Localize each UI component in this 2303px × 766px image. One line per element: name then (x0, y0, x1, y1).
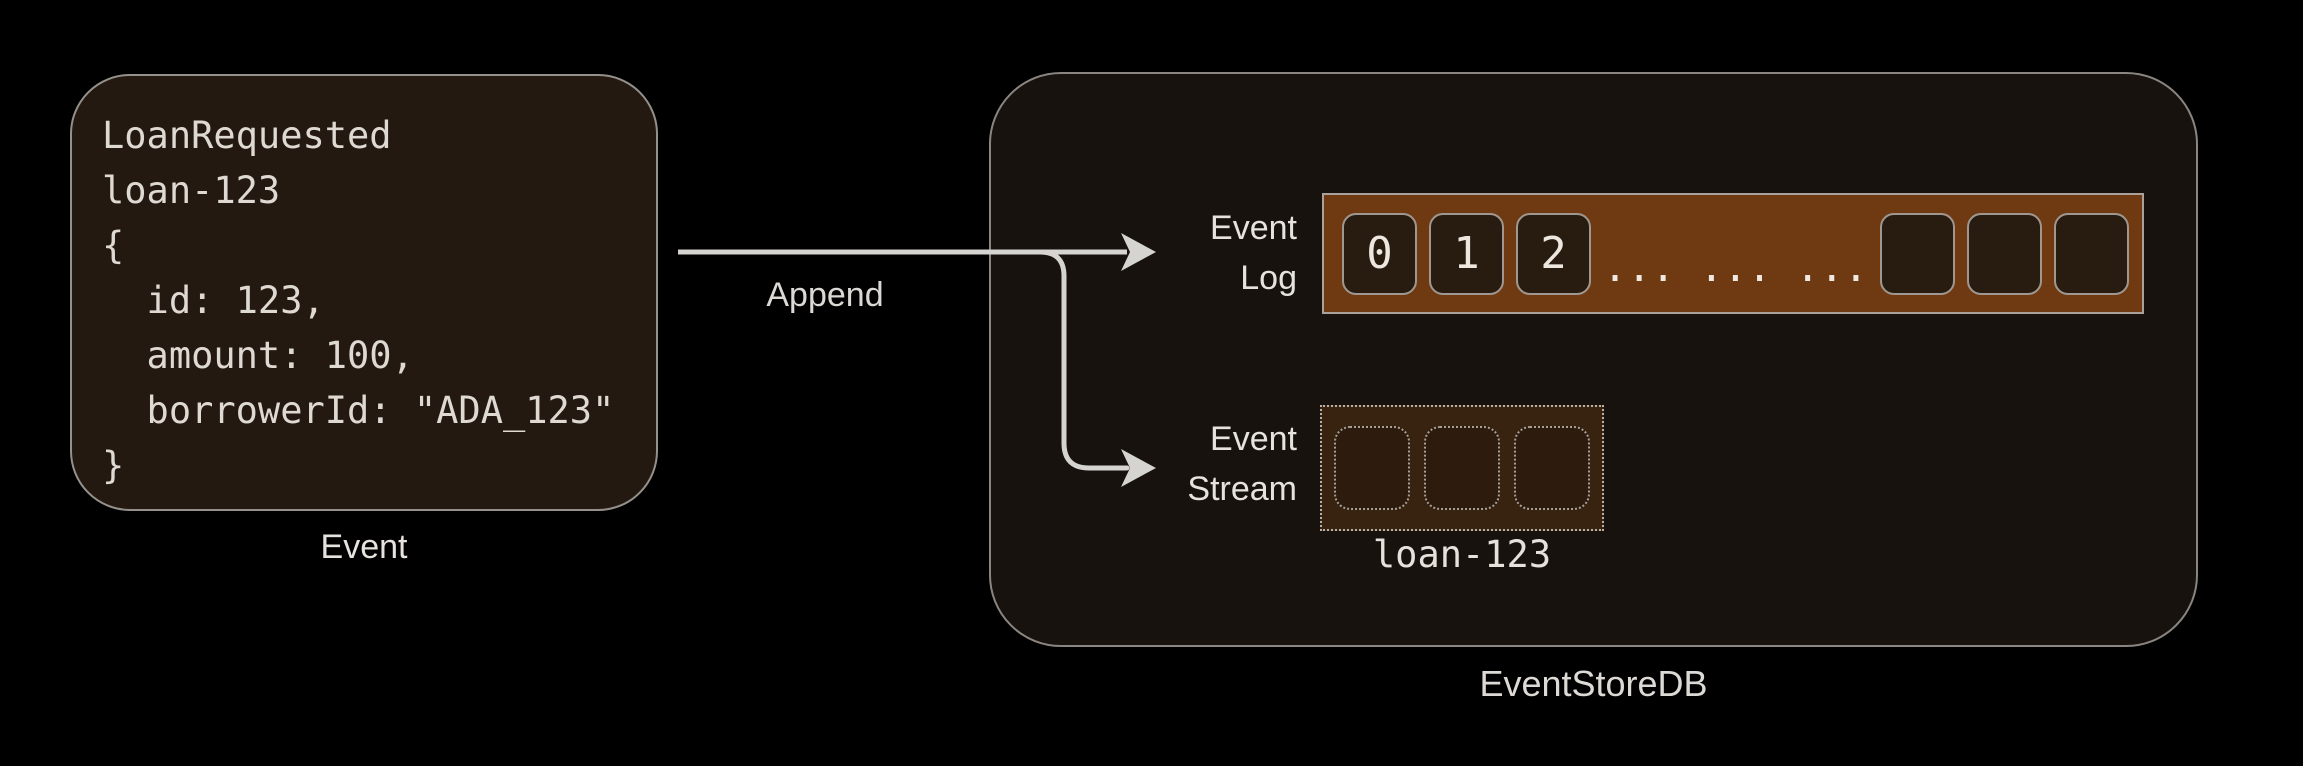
event-log-bar: 0 1 2 ... ... ... (1322, 193, 2144, 314)
append-arrow (678, 233, 1156, 487)
arrowhead-to-event-log (1121, 233, 1156, 271)
event-stream-label: Event Stream (1187, 420, 1297, 508)
event-log-cell-1: 1 (1429, 212, 1504, 295)
event-card: LoanRequested loan-123 { id: 123, amount… (70, 74, 658, 511)
event-code: LoanRequested loan-123 { id: 123, amount… (102, 114, 615, 487)
event-card-caption: Event (320, 528, 408, 566)
event-stream-slot (1514, 426, 1590, 510)
arrowhead-to-event-stream (1121, 449, 1156, 487)
stream-name-label: loan-123 (1372, 533, 1552, 576)
event-stream-slot (1424, 426, 1500, 510)
event-log-empty-cell (1966, 212, 2042, 295)
eventstoredb-caption: EventStoreDB (1479, 663, 1708, 704)
eventstoredb-container (989, 72, 2198, 647)
event-log-cell-2: 2 (1516, 212, 1591, 295)
event-log-label: Event Log (1210, 209, 1297, 297)
event-log-empty-cell (2053, 212, 2129, 295)
append-label: Append (766, 276, 884, 314)
event-log-empty-cell (1879, 212, 1955, 295)
append-arrow-branch-line (1037, 249, 1130, 471)
event-log-cell-0: 0 (1342, 212, 1417, 295)
event-stream-slot (1334, 426, 1410, 510)
event-stream-box (1320, 405, 1604, 531)
ellipsis-dots: ... ... ... (1603, 244, 1868, 291)
